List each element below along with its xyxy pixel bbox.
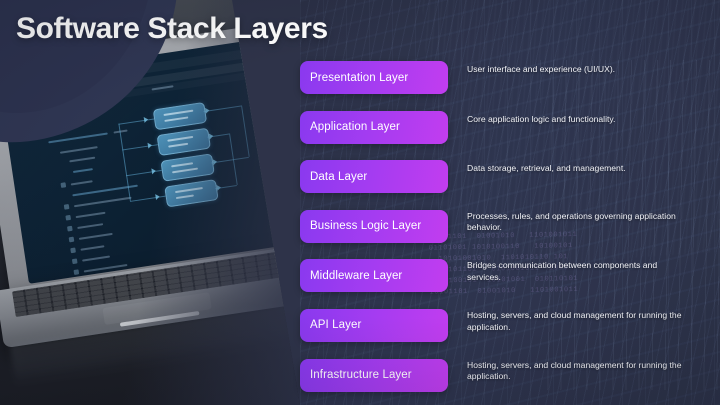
layer-list: Presentation Layer User interface and ex…: [300, 61, 710, 405]
layer-badge-data[interactable]: Data Layer: [300, 160, 448, 194]
layer-description: Processes, rules, and operations governi…: [467, 210, 689, 234]
layer-row: Middleware Layer Bridges communication b…: [300, 259, 710, 293]
layer-badge-label: Presentation Layer: [300, 72, 408, 84]
layer-row: Presentation Layer User interface and ex…: [300, 61, 710, 94]
layer-badge-application[interactable]: Application Layer: [300, 110, 448, 144]
layer-row: API Layer Hosting, servers, and cloud ma…: [300, 308, 710, 342]
layer-badge-business-logic[interactable]: Business Logic Layer: [300, 209, 448, 243]
layer-badge-infrastructure[interactable]: Infrastructure Layer: [300, 358, 448, 392]
layer-badge-label: Middleware Layer: [300, 270, 402, 282]
tech-texture-streaks-right: [540, 60, 720, 390]
layer-row: Business Logic Layer Processes, rules, a…: [300, 209, 710, 243]
layer-description: Hosting, servers, and cloud management f…: [467, 309, 689, 333]
layer-badge-label: Data Layer: [300, 171, 367, 183]
layer-row: Infrastructure Layer Hosting, servers, a…: [300, 358, 710, 392]
layer-badge-label: Business Logic Layer: [300, 220, 421, 232]
layer-badge-label: Infrastructure Layer: [300, 369, 412, 381]
layer-row: Application Layer Core application logic…: [300, 110, 710, 144]
layer-badge-label: Application Layer: [300, 121, 400, 133]
layer-badge-middleware[interactable]: Middleware Layer: [300, 259, 448, 293]
page-title: Software Stack Layers: [16, 12, 328, 46]
layer-badge-presentation[interactable]: Presentation Layer: [300, 61, 448, 94]
layer-description: Core application logic and functionality…: [467, 111, 689, 126]
layer-description: Hosting, servers, and cloud management f…: [467, 359, 689, 383]
layer-description: User interface and experience (UI/UX).: [467, 61, 689, 76]
layer-badge-label: API Layer: [300, 319, 361, 331]
layer-badge-api[interactable]: API Layer: [300, 308, 448, 342]
layer-row: Data Layer Data storage, retrieval, and …: [300, 160, 710, 194]
layer-description: Bridges communication between components…: [467, 259, 689, 283]
layer-description: Data storage, retrieval, and management.: [467, 160, 689, 175]
